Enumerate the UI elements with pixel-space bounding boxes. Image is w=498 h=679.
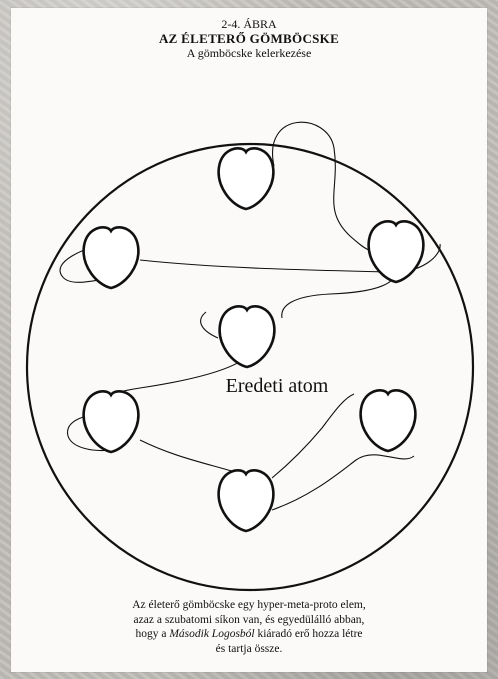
caption-line-2: azaz a szubatomi síkon van, és egyedülál… (0, 613, 498, 628)
caption-line-3-start: hogy a (135, 628, 169, 640)
atom-top (219, 148, 274, 209)
center-atom-label: Eredeti atom (226, 375, 329, 397)
figure-caption: Az életerő gömböcske egy hyper-meta-prot… (0, 598, 498, 656)
atom-lower-right (361, 390, 416, 451)
atom-upper-left (84, 227, 139, 288)
atom-lower-left (84, 391, 139, 452)
caption-line-1: Az életerő gömböcske egy hyper-meta-prot… (0, 598, 498, 613)
caption-emphasis: Második Logosból (169, 628, 254, 640)
caption-line-3-end: kiáradó erő hozza létre (255, 628, 363, 640)
atom-bottom (219, 470, 274, 531)
caption-line-4: és tartja össze. (0, 642, 498, 657)
atom-center (220, 306, 275, 367)
atom-upper-right (369, 221, 424, 282)
atom-shapes (84, 148, 424, 531)
caption-line-3: hogy a Második Logosból kiáradó erő hozz… (0, 627, 498, 642)
